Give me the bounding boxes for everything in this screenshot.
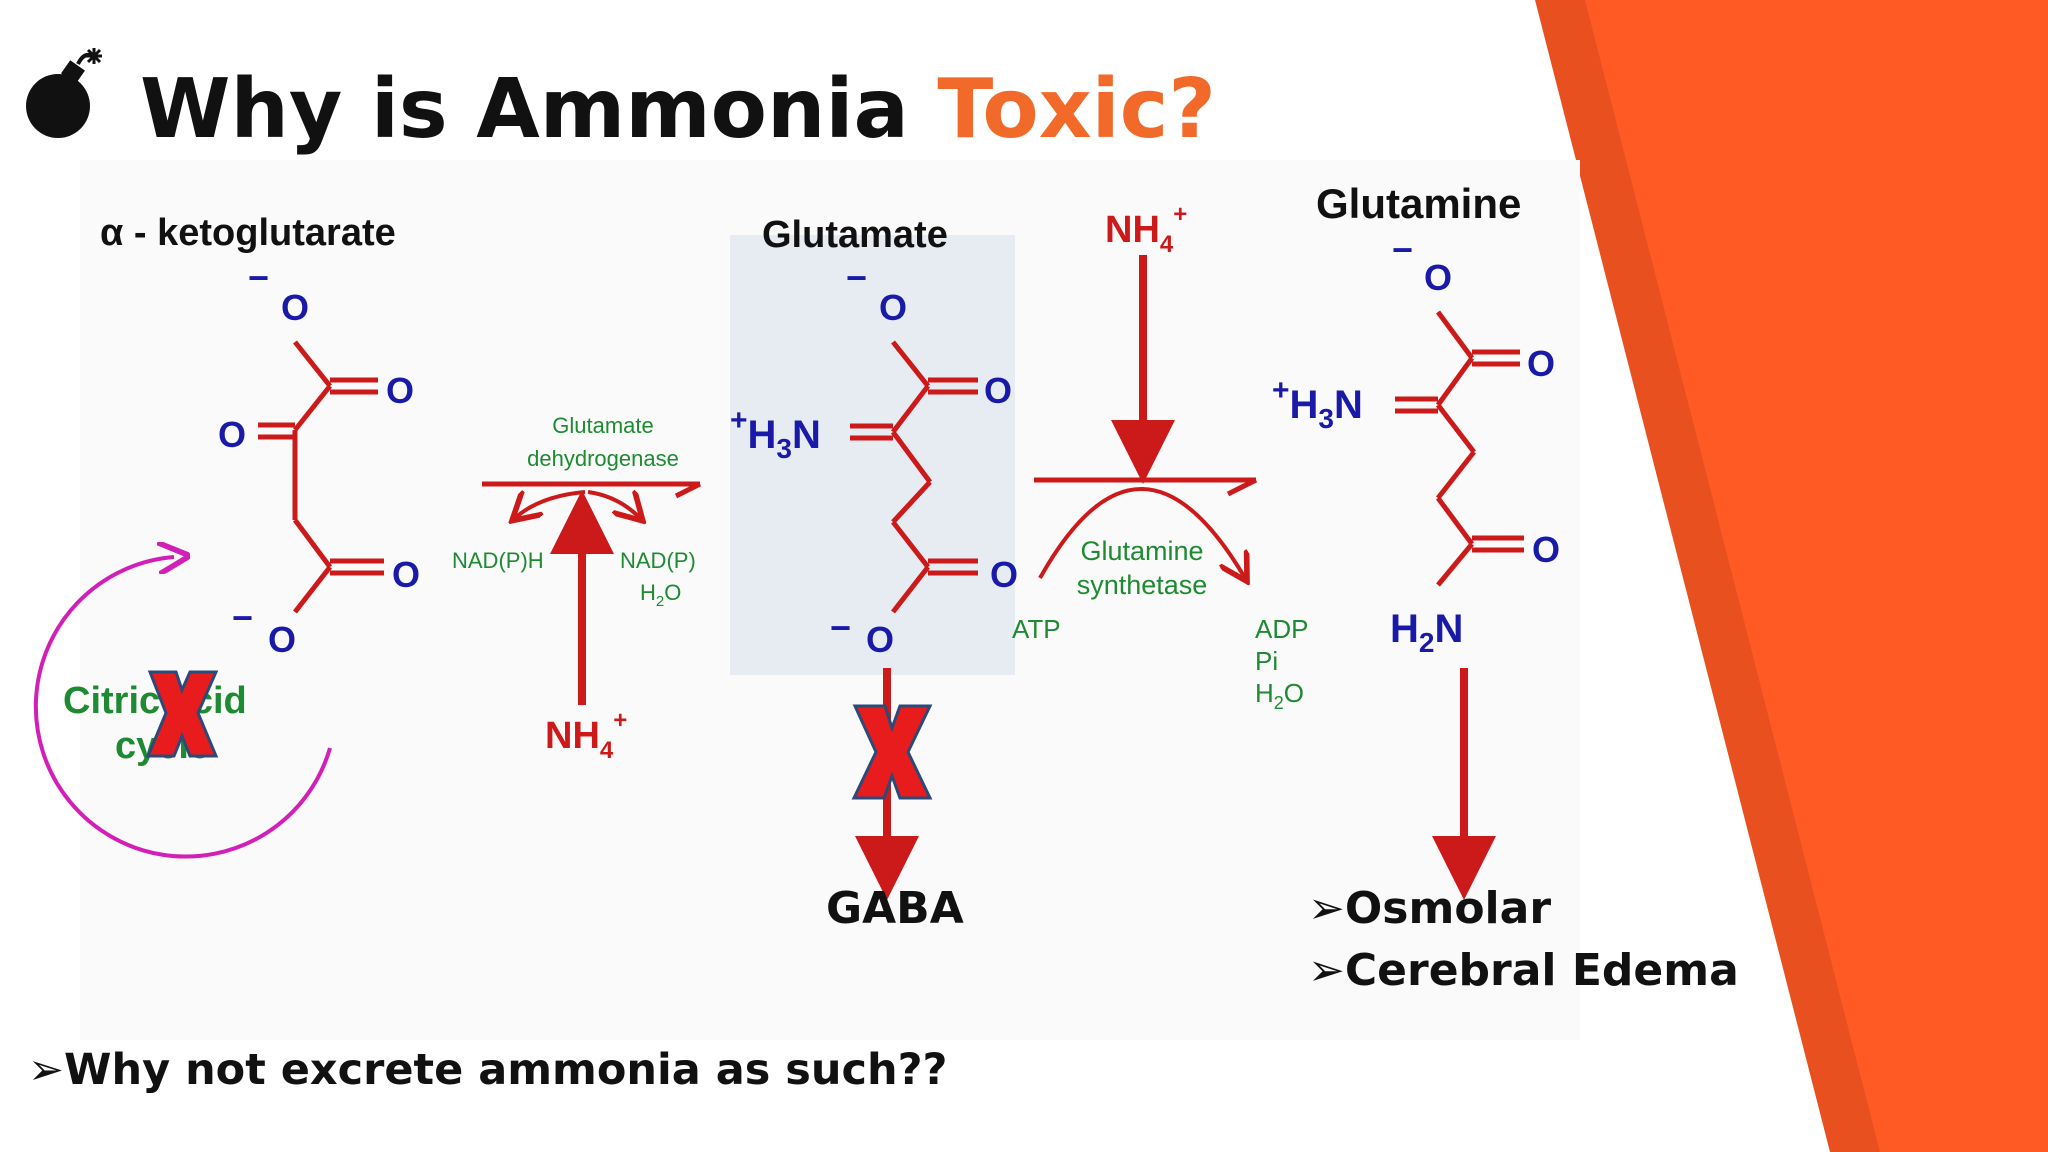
gdh-label-line1: Glutamate — [552, 413, 654, 438]
gln-minus-top: − — [1392, 229, 1413, 270]
citric-cycle-arrow — [33, 557, 332, 859]
akg-o-right2: O — [392, 554, 420, 595]
gln-o-right2: O — [1532, 529, 1560, 570]
akg-o-right1: O — [386, 370, 414, 411]
glu-minus-top: − — [846, 257, 867, 298]
blocked-x-icon — [145, 670, 219, 758]
alpha-kg-label: α - ketoglutarate — [100, 212, 396, 254]
bullet-marker: ➢ — [1308, 883, 1345, 934]
glutamate-label: Glutamate — [762, 214, 948, 256]
glu-minus-bottom: − — [830, 607, 851, 648]
glu-o-right2: O — [990, 554, 1018, 595]
pi-label: Pi — [1255, 646, 1278, 676]
akg-o-bottom: O — [268, 619, 296, 660]
nh4-label-2: NH4+ — [1105, 201, 1187, 258]
page-title: Why is Ammonia Toxic? — [140, 62, 1216, 157]
gdh-curve-right — [587, 492, 640, 518]
title-accent: Toxic? — [937, 62, 1216, 157]
gs-label-line1: Glutamine — [1080, 536, 1203, 566]
gdh-curve-left — [515, 490, 586, 518]
blocked-x-icon — [851, 704, 933, 800]
glu-o-top: O — [879, 287, 907, 328]
h2o-label-2: H2O — [1255, 678, 1304, 713]
gln-amide: H2N — [1390, 607, 1463, 658]
gln-o-right1: O — [1527, 343, 1555, 384]
bullet-osmolar: ➢Osmolar — [1308, 883, 1552, 934]
nadph-label: NAD(P)H — [452, 548, 544, 573]
atp-label: ATP — [1012, 614, 1061, 644]
akg-o-left: O — [218, 414, 246, 455]
glutamine-label: Glutamine — [1316, 180, 1521, 227]
gs-label-line2: synthetase — [1077, 570, 1208, 600]
glu-o-bottom: O — [866, 619, 894, 660]
gs-curve — [1038, 487, 1245, 578]
bullet-question: ➢Why not excrete ammonia as such?? — [28, 1045, 948, 1095]
bullet-marker: ➢ — [1308, 945, 1345, 996]
bullet-cerebral-edema: ➢Cerebral Edema — [1308, 945, 1739, 996]
akg-minus-bottom: − — [232, 597, 253, 638]
glutamate-structure — [850, 340, 978, 614]
bomb-icon — [26, 48, 102, 138]
gln-amine: +H3N — [1272, 374, 1363, 434]
bullet-marker: ➢ — [28, 1045, 65, 1095]
gdh-label-line2: dehydrogenase — [527, 446, 679, 471]
glutamine-structure — [1395, 310, 1524, 587]
title-main: Why is Ammonia — [140, 62, 909, 157]
glu-o-right1: O — [984, 370, 1012, 411]
nh4-label-1: NH4+ — [545, 707, 627, 764]
gln-o-top: O — [1424, 257, 1452, 298]
h2o-label-1: H2O — [640, 580, 681, 610]
akg-minus-top: − — [248, 257, 269, 298]
adp-label: ADP — [1255, 614, 1308, 644]
glu-amine: +H3N — [730, 404, 821, 464]
alpha-kg-structure — [258, 340, 384, 614]
nadp-label: NAD(P) — [620, 548, 696, 573]
akg-o-top: O — [281, 287, 309, 328]
gaba-label: GABA — [826, 883, 964, 934]
